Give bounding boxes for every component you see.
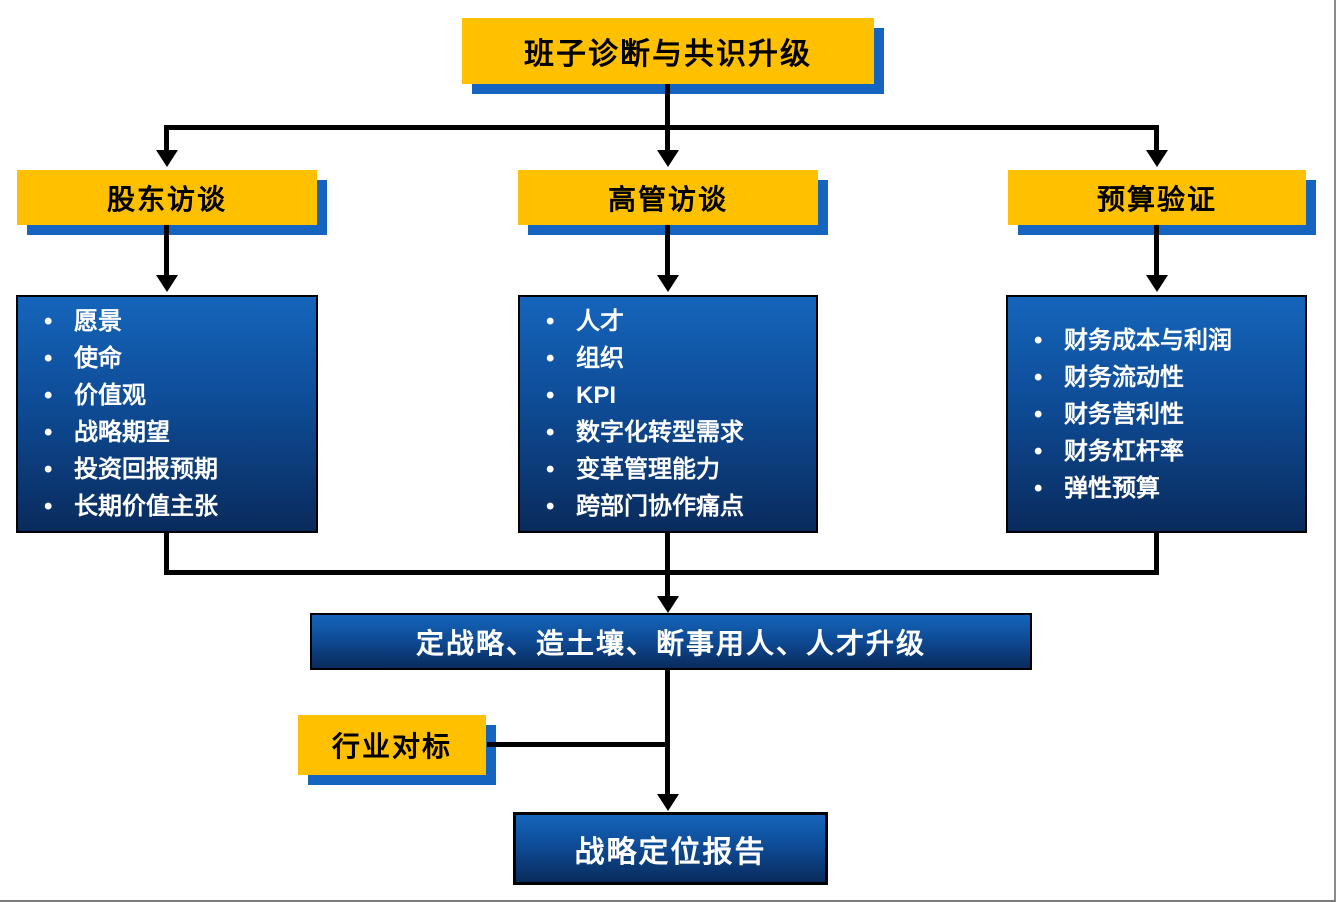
title-box-label: 班子诊断与共识升级 [524,38,812,71]
list-item: 财务营利性 [1008,396,1295,433]
list-item: 跨部门协作痛点 [520,488,806,525]
list-item: 使命 [18,340,306,377]
connector-merge-hline [164,570,1159,575]
panel-shareholder-items: 愿景 使命 价值观 战略期望 投资回报预期 长期价值主张 [16,295,318,533]
connector-center-to-panel [665,225,670,277]
branch-header-label: 股东访谈 [106,183,227,215]
connector-top-stub [665,84,670,129]
list-item: 战略期望 [18,414,306,451]
connector-to-synthesis [665,570,670,598]
arrow-down-icon [657,596,679,613]
arrow-down-icon [156,275,178,292]
list-item: 财务流动性 [1008,359,1295,396]
arrow-down-icon [1146,275,1168,292]
connector-right-branch [1154,125,1159,153]
bullet-list: 财务成本与利润 财务流动性 财务营利性 财务杠杆率 弹性预算 [1008,297,1305,531]
list-item: 投资回报预期 [18,451,306,488]
output-box: 战略定位报告 [513,812,828,885]
arrow-down-icon [156,150,178,167]
connector-benchmark-tee [487,742,668,747]
panel-executive-items: 人才 组织 KPI 数字化转型需求 变革管理能力 跨部门协作痛点 [518,295,818,533]
connector-left-merge [164,531,169,575]
branch-header-executive: 高管访谈 [518,170,818,225]
title-box: 班子诊断与共识升级 [462,18,874,84]
connector-center-merge [665,531,670,575]
arrow-down-icon [657,275,679,292]
benchmark-box: 行业对标 [298,715,486,775]
list-item: 长期价值主张 [18,488,306,525]
arrow-down-icon [1146,150,1168,167]
branch-header-label: 高管访谈 [607,183,728,215]
branch-header-label: 预算验证 [1096,183,1217,215]
synthesis-box: 定战略、造土壤、断事用人、人才升级 [310,613,1032,670]
connector-left-branch [164,125,169,153]
list-item: 人才 [520,303,806,340]
branch-header-budget: 预算验证 [1008,170,1306,225]
list-item: 财务成本与利润 [1008,322,1295,359]
connector-left-to-panel [164,225,169,277]
branch-header-shareholder: 股东访谈 [17,170,317,225]
benchmark-label: 行业对标 [331,731,452,762]
bullet-list: 愿景 使命 价值观 战略期望 投资回报预期 长期价值主张 [18,297,316,531]
arrow-down-icon [657,794,679,811]
list-item: 价值观 [18,377,306,414]
list-item: 组织 [520,340,806,377]
bullet-list: 人才 组织 KPI 数字化转型需求 变革管理能力 跨部门协作痛点 [520,297,816,531]
connector-to-output [665,670,670,796]
panel-budget-items: 财务成本与利润 财务流动性 财务营利性 财务杠杆率 弹性预算 [1006,295,1307,533]
list-item: 弹性预算 [1008,470,1295,507]
synthesis-label: 定战略、造土壤、断事用人、人才升级 [415,627,926,659]
connector-center-branch [665,125,670,153]
list-item: 愿景 [18,303,306,340]
output-label: 战略定位报告 [574,835,767,869]
list-item: 数字化转型需求 [520,414,806,451]
list-item: 财务杠杆率 [1008,433,1295,470]
arrow-down-icon [657,150,679,167]
list-item: 变革管理能力 [520,451,806,488]
list-item: KPI [520,377,806,414]
connector-right-merge [1154,531,1159,575]
connector-right-to-panel [1154,225,1159,277]
connector-top-hline [164,125,1159,130]
